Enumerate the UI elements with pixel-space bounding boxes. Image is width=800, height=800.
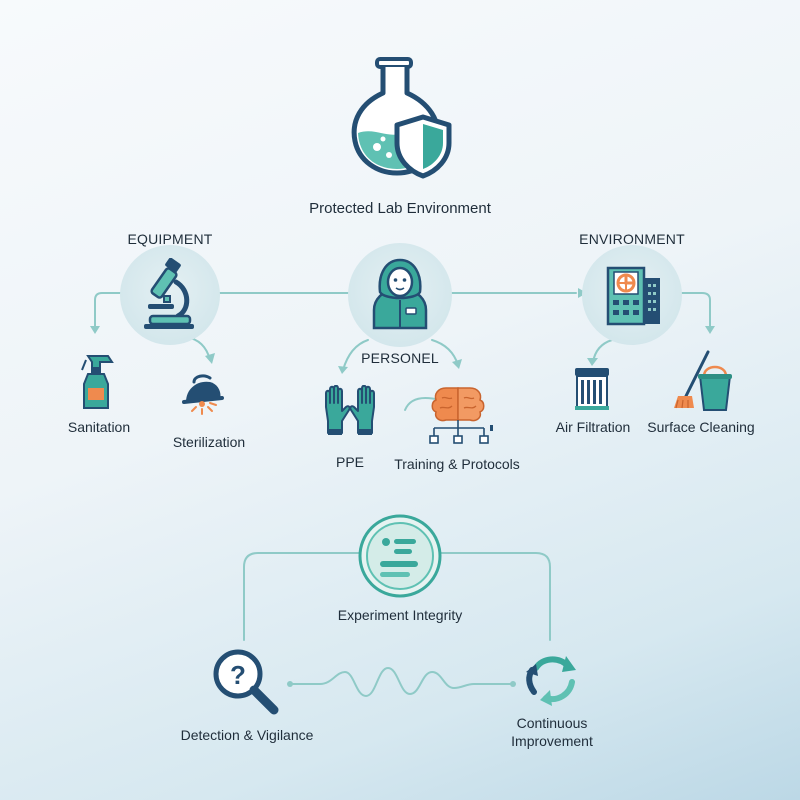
spray-bottle-icon xyxy=(78,352,118,412)
document-checklist-icon xyxy=(380,538,418,577)
arrowhead-airfilter xyxy=(587,358,598,366)
diagram-title: Protected Lab Environment xyxy=(309,200,491,217)
label-continuous-improvement: Continuous Improvement xyxy=(511,714,593,750)
heading-equipment: EQUIPMENT xyxy=(127,231,213,247)
arrowhead-training xyxy=(452,359,462,369)
connector-environment-surface xyxy=(681,292,711,331)
hooded-person-icon xyxy=(366,256,434,330)
gloves-icon xyxy=(322,384,378,439)
air-filter-icon xyxy=(573,366,611,412)
label-training-protocols: Training & Protocols xyxy=(394,456,520,472)
label-surface-cleaning: Surface Cleaning xyxy=(647,419,755,435)
label-air-filtration: Air Filtration xyxy=(555,419,631,435)
arrowhead-surface xyxy=(705,326,715,334)
arrowhead-ppe xyxy=(338,366,348,374)
label-detection-vigilance: Detection & Vigilance xyxy=(180,727,314,743)
label-ppe: PPE xyxy=(335,454,365,470)
arrowhead-sanitation xyxy=(90,326,100,334)
arrowhead-sterilization xyxy=(205,353,215,364)
connector-personnel-ppe xyxy=(342,339,369,371)
svg-text:?: ? xyxy=(230,660,246,690)
label-sterilization: Sterilization xyxy=(172,434,246,450)
flask-shield-icon xyxy=(345,55,455,180)
label-sanitation: Sanitation xyxy=(67,419,131,435)
label-continuous: Continuous xyxy=(516,715,588,731)
refresh-cycle-icon xyxy=(522,652,582,708)
mop-bucket-icon xyxy=(672,350,732,414)
heading-environment: ENVIRONMENT xyxy=(579,231,685,247)
dot-wave-left xyxy=(287,681,293,687)
brain-hierarchy-icon xyxy=(428,384,494,448)
label-improvement: Improvement xyxy=(511,733,593,749)
integrity-badge xyxy=(358,514,442,598)
lab-building-icon xyxy=(602,264,666,328)
label-experiment-integrity: Experiment Integrity xyxy=(337,607,463,623)
heading-personnel: PERSONEL xyxy=(361,350,439,366)
microscope-icon xyxy=(140,257,200,333)
dot-wave-right xyxy=(510,681,516,687)
magnifier-question-icon: ? xyxy=(212,648,282,718)
uv-lamp-icon xyxy=(180,372,230,418)
cycle-arc-right xyxy=(437,552,551,641)
cycle-arc-left xyxy=(243,552,363,641)
connector-equipment-sanitation xyxy=(94,292,123,331)
cycle-wave-connector xyxy=(291,666,513,698)
